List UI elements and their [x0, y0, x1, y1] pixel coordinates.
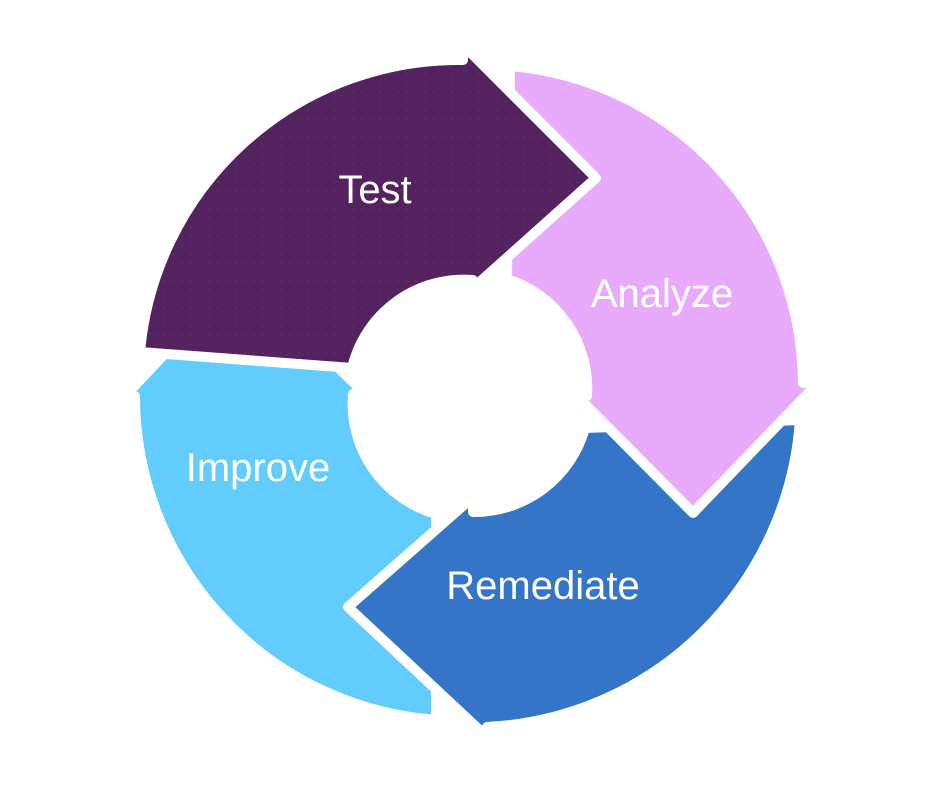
label-remediate: Remediate	[446, 564, 639, 608]
label-improve: Improve	[186, 446, 331, 490]
label-analyze: Analyze	[591, 272, 733, 316]
label-test: Test	[338, 168, 411, 212]
test-texture	[140, 45, 596, 368]
